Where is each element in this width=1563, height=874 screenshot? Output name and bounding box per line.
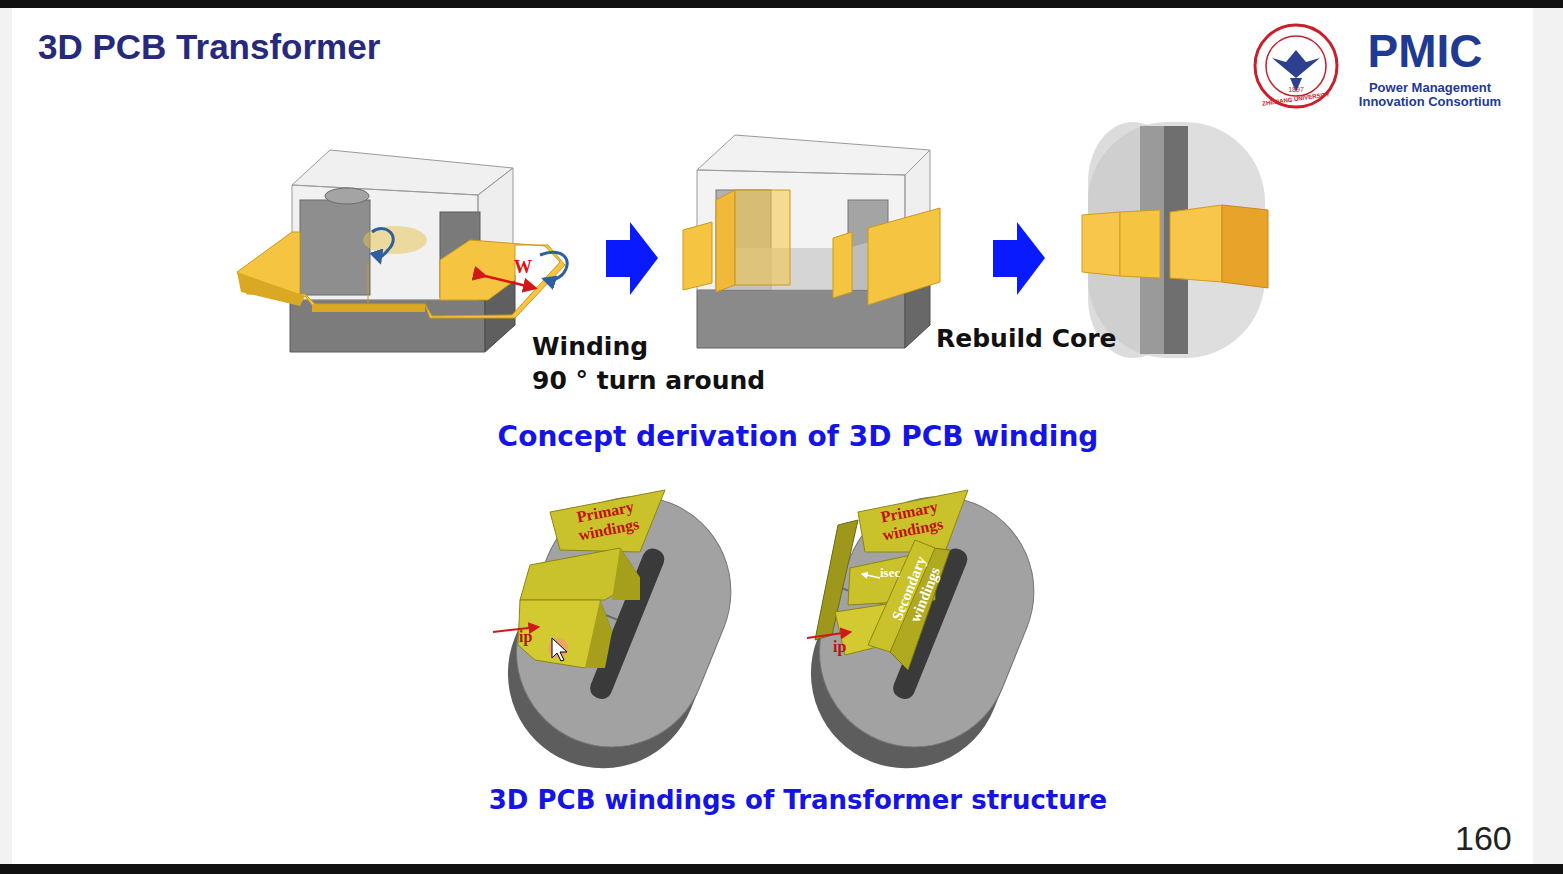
slide-number: 160 (1455, 820, 1512, 857)
core-with-vertical-winding (683, 135, 940, 348)
side-strip (1533, 8, 1563, 864)
logo-subtitle: Power Management Innovation Consortium (1355, 81, 1505, 110)
current-label: isec (880, 566, 900, 580)
rebuilt-core (1082, 122, 1268, 358)
section-caption: 3D PCB windings of Transformer structure (489, 786, 1107, 815)
bottom-bar (0, 864, 1563, 874)
step-label: Rebuild Core (936, 325, 1116, 353)
core-primary-secondary (782, 468, 1062, 797)
flow-arrow (606, 222, 658, 295)
logo-text: PMIC (1368, 26, 1483, 77)
university-seal (1255, 25, 1337, 107)
top-bar (0, 0, 1563, 8)
flow-arrow (993, 222, 1045, 295)
current-label: ip (833, 638, 846, 656)
seal-year: 1897 (1288, 86, 1304, 94)
slide-title: 3D PCB Transformer (38, 28, 380, 67)
dimension-label: W (514, 258, 532, 278)
step-label: 90 ° turn around (532, 367, 765, 395)
core-with-planar-winding (237, 150, 567, 352)
step-label: Winding (532, 333, 648, 361)
core-primary-only (479, 468, 759, 797)
current-label: ip (519, 628, 532, 646)
mouse-cursor (548, 638, 568, 661)
section-caption: Concept derivation of 3D PCB winding (498, 422, 1099, 453)
side-strip (0, 8, 12, 864)
